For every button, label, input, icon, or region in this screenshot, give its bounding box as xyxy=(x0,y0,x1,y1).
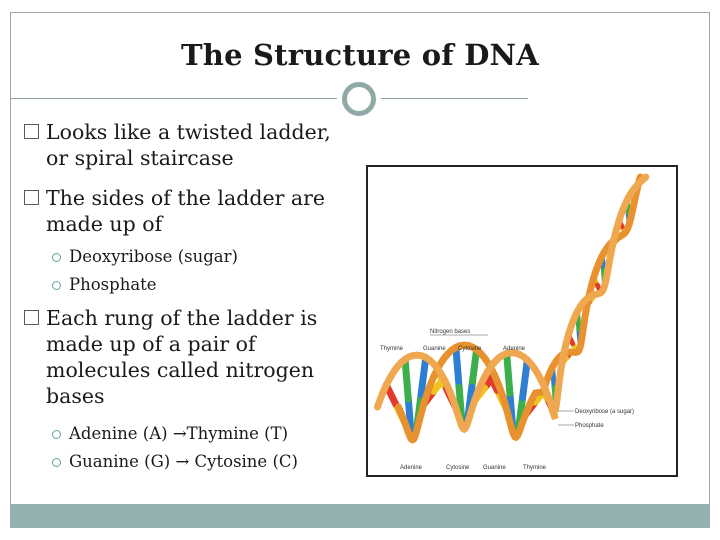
sub-bullet-ring-icon xyxy=(52,253,61,262)
sub-bullet-ring-icon xyxy=(52,281,61,290)
bullet-box-icon xyxy=(24,310,39,325)
label-thymine-top: Thymine xyxy=(380,346,404,352)
title-divider-left xyxy=(10,98,340,99)
slide-title: The Structure of DNA xyxy=(181,38,539,72)
nitrogen-base-bar xyxy=(417,354,430,399)
sub-bullet-text: Deoxyribose (sugar) xyxy=(69,247,238,266)
title-divider-right xyxy=(380,98,528,99)
dna-double-helix-diagram: Nitrogen bases Thymine Guanine Cytosine … xyxy=(366,165,678,477)
nitrogen-base-bar xyxy=(401,355,412,403)
label-guanine-bottom: Guanine xyxy=(483,465,506,471)
nitrogen-base-bar xyxy=(519,356,531,401)
label-deoxyribose: Deoxyribose (a sugar) xyxy=(575,409,634,415)
backbone-strand xyxy=(374,173,650,434)
title-circle-ornament xyxy=(342,82,376,116)
nitrogen-base-bar xyxy=(503,349,514,397)
bullet-text: The sides of the ladder are made up of xyxy=(46,186,326,236)
sub-bullet-text: Guanine (G) → Cytosine (C) xyxy=(69,452,298,471)
bullet-item: The sides of the ladder are made up of xyxy=(24,185,344,237)
sub-bullet-item: Phosphate xyxy=(52,275,157,295)
nitrogen-base-bar xyxy=(452,343,463,391)
label-nitrogen-bases: Nitrogen bases xyxy=(430,329,470,335)
bullet-box-icon xyxy=(24,124,39,139)
bullet-text: Each rung of the ladder is made up of a … xyxy=(46,306,318,408)
nitrogen-base-bar xyxy=(468,346,481,391)
sub-bullet-item: Adenine (A) →Thymine (T) xyxy=(52,424,288,444)
bullet-item: Looks like a twisted ladder, or spiral s… xyxy=(24,119,344,171)
label-guanine-top: Guanine xyxy=(423,346,446,352)
label-cytosine-top: Cytosine xyxy=(458,346,482,352)
sub-bullet-ring-icon xyxy=(52,430,61,439)
label-cytosine-bottom: Cytosine xyxy=(446,465,470,471)
label-adenine-top: Adenine xyxy=(503,346,526,352)
label-thymine-bottom: Thymine xyxy=(523,465,547,471)
dna-helix-svg: Nitrogen bases Thymine Guanine Cytosine … xyxy=(374,173,650,471)
label-adenine-bottom: Adenine xyxy=(400,465,423,471)
sub-bullet-item: Guanine (G) → Cytosine (C) xyxy=(52,452,298,472)
footer-band xyxy=(10,504,710,528)
bullet-text: Looks like a twisted ladder, or spiral s… xyxy=(46,120,331,170)
sub-bullet-item: Deoxyribose (sugar) xyxy=(52,247,238,267)
sub-bullet-text: Adenine (A) →Thymine (T) xyxy=(69,424,289,443)
label-phosphate: Phosphate xyxy=(575,423,604,429)
sub-bullet-text: Phosphate xyxy=(69,275,157,294)
bullet-item: Each rung of the ladder is made up of a … xyxy=(24,305,324,409)
sub-bullet-ring-icon xyxy=(52,458,61,467)
bullet-box-icon xyxy=(24,190,39,205)
